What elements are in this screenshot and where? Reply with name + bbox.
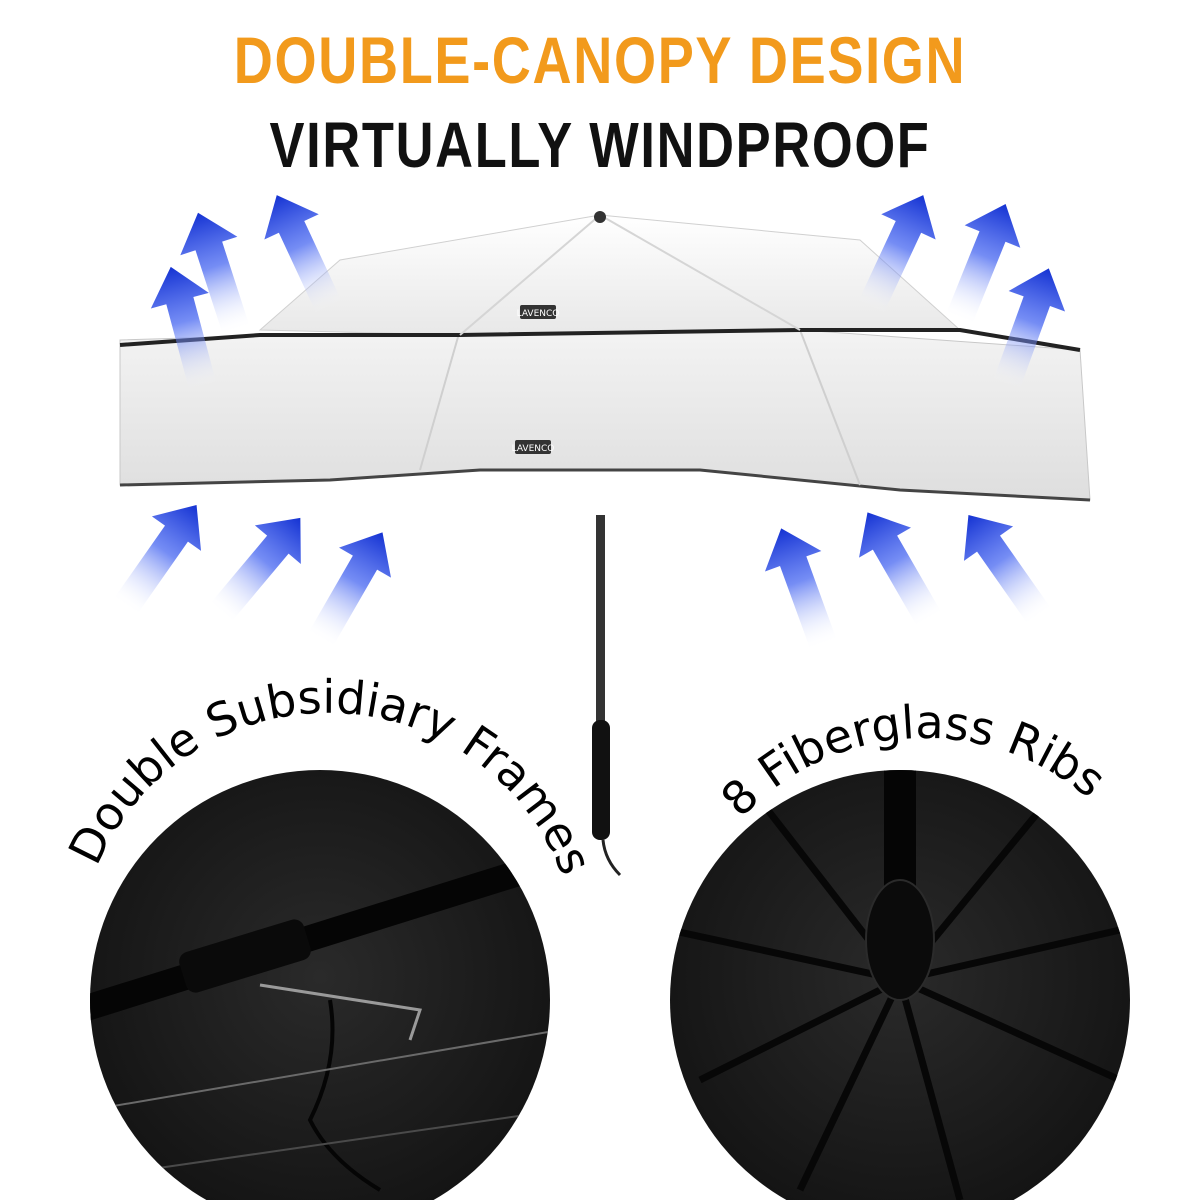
canopy-label: LAVENCO	[517, 309, 560, 319]
ribs-closeup-photo	[670, 770, 1130, 1200]
canopy-label-lower: LAVENCO	[512, 444, 555, 454]
wind-arrow-icon	[752, 518, 853, 657]
wind-arrow-icon	[943, 497, 1065, 635]
wind-arrow-icon	[197, 498, 324, 633]
wind-arrow-icon	[294, 517, 409, 656]
headline-subtitle: VIRTUALLY WINDPROOF	[269, 109, 931, 181]
wind-arrow-icon	[841, 497, 956, 636]
umbrella-icon: LAVENCO LAVENCO	[119, 211, 1091, 877]
headline-title: DOUBLE-CANOPY DESIGN	[233, 23, 967, 97]
wind-arrow-icon	[930, 192, 1034, 332]
frame-closeup-photo	[90, 770, 550, 1200]
wind-arrow-icon	[100, 487, 222, 625]
